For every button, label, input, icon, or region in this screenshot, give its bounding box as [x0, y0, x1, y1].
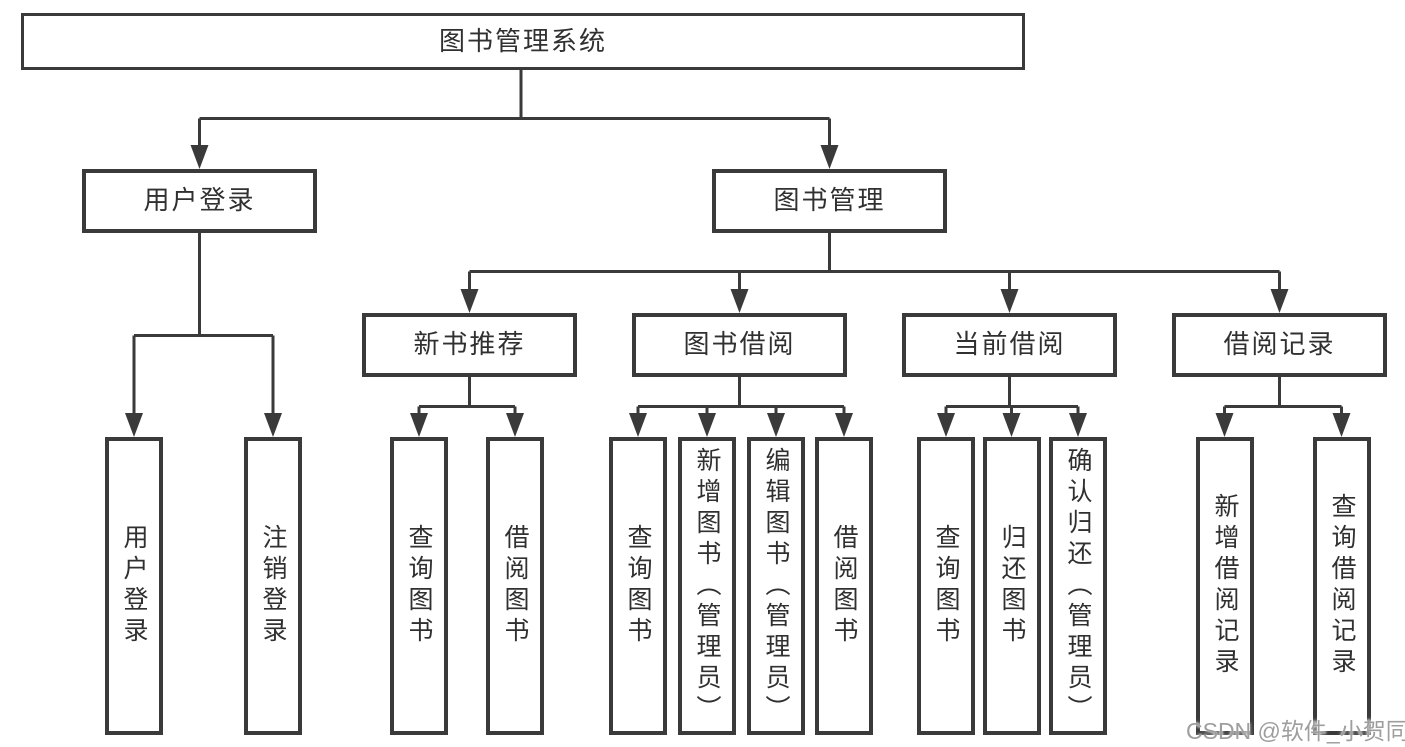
- node-library-management-system: 图书管理系统: [21, 13, 1025, 70]
- node-book-management: 图书管理: [712, 169, 947, 233]
- leaf-query-borrowing-record: 查询借阅记录: [1313, 437, 1371, 735]
- leaf-logout: 注销登录: [244, 437, 302, 735]
- node-borrowing-records: 借阅记录: [1172, 313, 1387, 377]
- leaf-return-books: 归还图书: [983, 437, 1041, 735]
- leaf-add-borrowing-record: 新增借阅记录: [1196, 437, 1254, 735]
- node-new-book-recommendation: 新书推荐: [362, 313, 577, 377]
- leaf-user-login: 用户登录: [105, 437, 163, 735]
- node-current-borrowing: 当前借阅: [902, 313, 1117, 377]
- leaf-query-books-current: 查询图书: [917, 437, 975, 735]
- node-book-borrowing: 图书借阅: [632, 313, 847, 377]
- node-user-login: 用户登录: [82, 169, 317, 233]
- leaf-borrow-books: 借阅图书: [815, 437, 873, 735]
- leaf-query-books-recommendation: 查询图书: [390, 437, 448, 735]
- leaf-edit-books-admin: 编辑图书（管理员）: [747, 437, 805, 735]
- csdn-watermark: CSDN @软件_小贺同学: [1186, 718, 1405, 744]
- leaf-borrow-books-recommendation: 借阅图书: [486, 437, 544, 735]
- leaf-query-books-borrowing: 查询图书: [609, 437, 667, 735]
- arrowheads: [125, 145, 1351, 437]
- leaf-add-books-admin: 新增图书（管理员）: [678, 437, 736, 735]
- leaf-confirm-return-admin: 确认归还（管理员）: [1049, 437, 1107, 735]
